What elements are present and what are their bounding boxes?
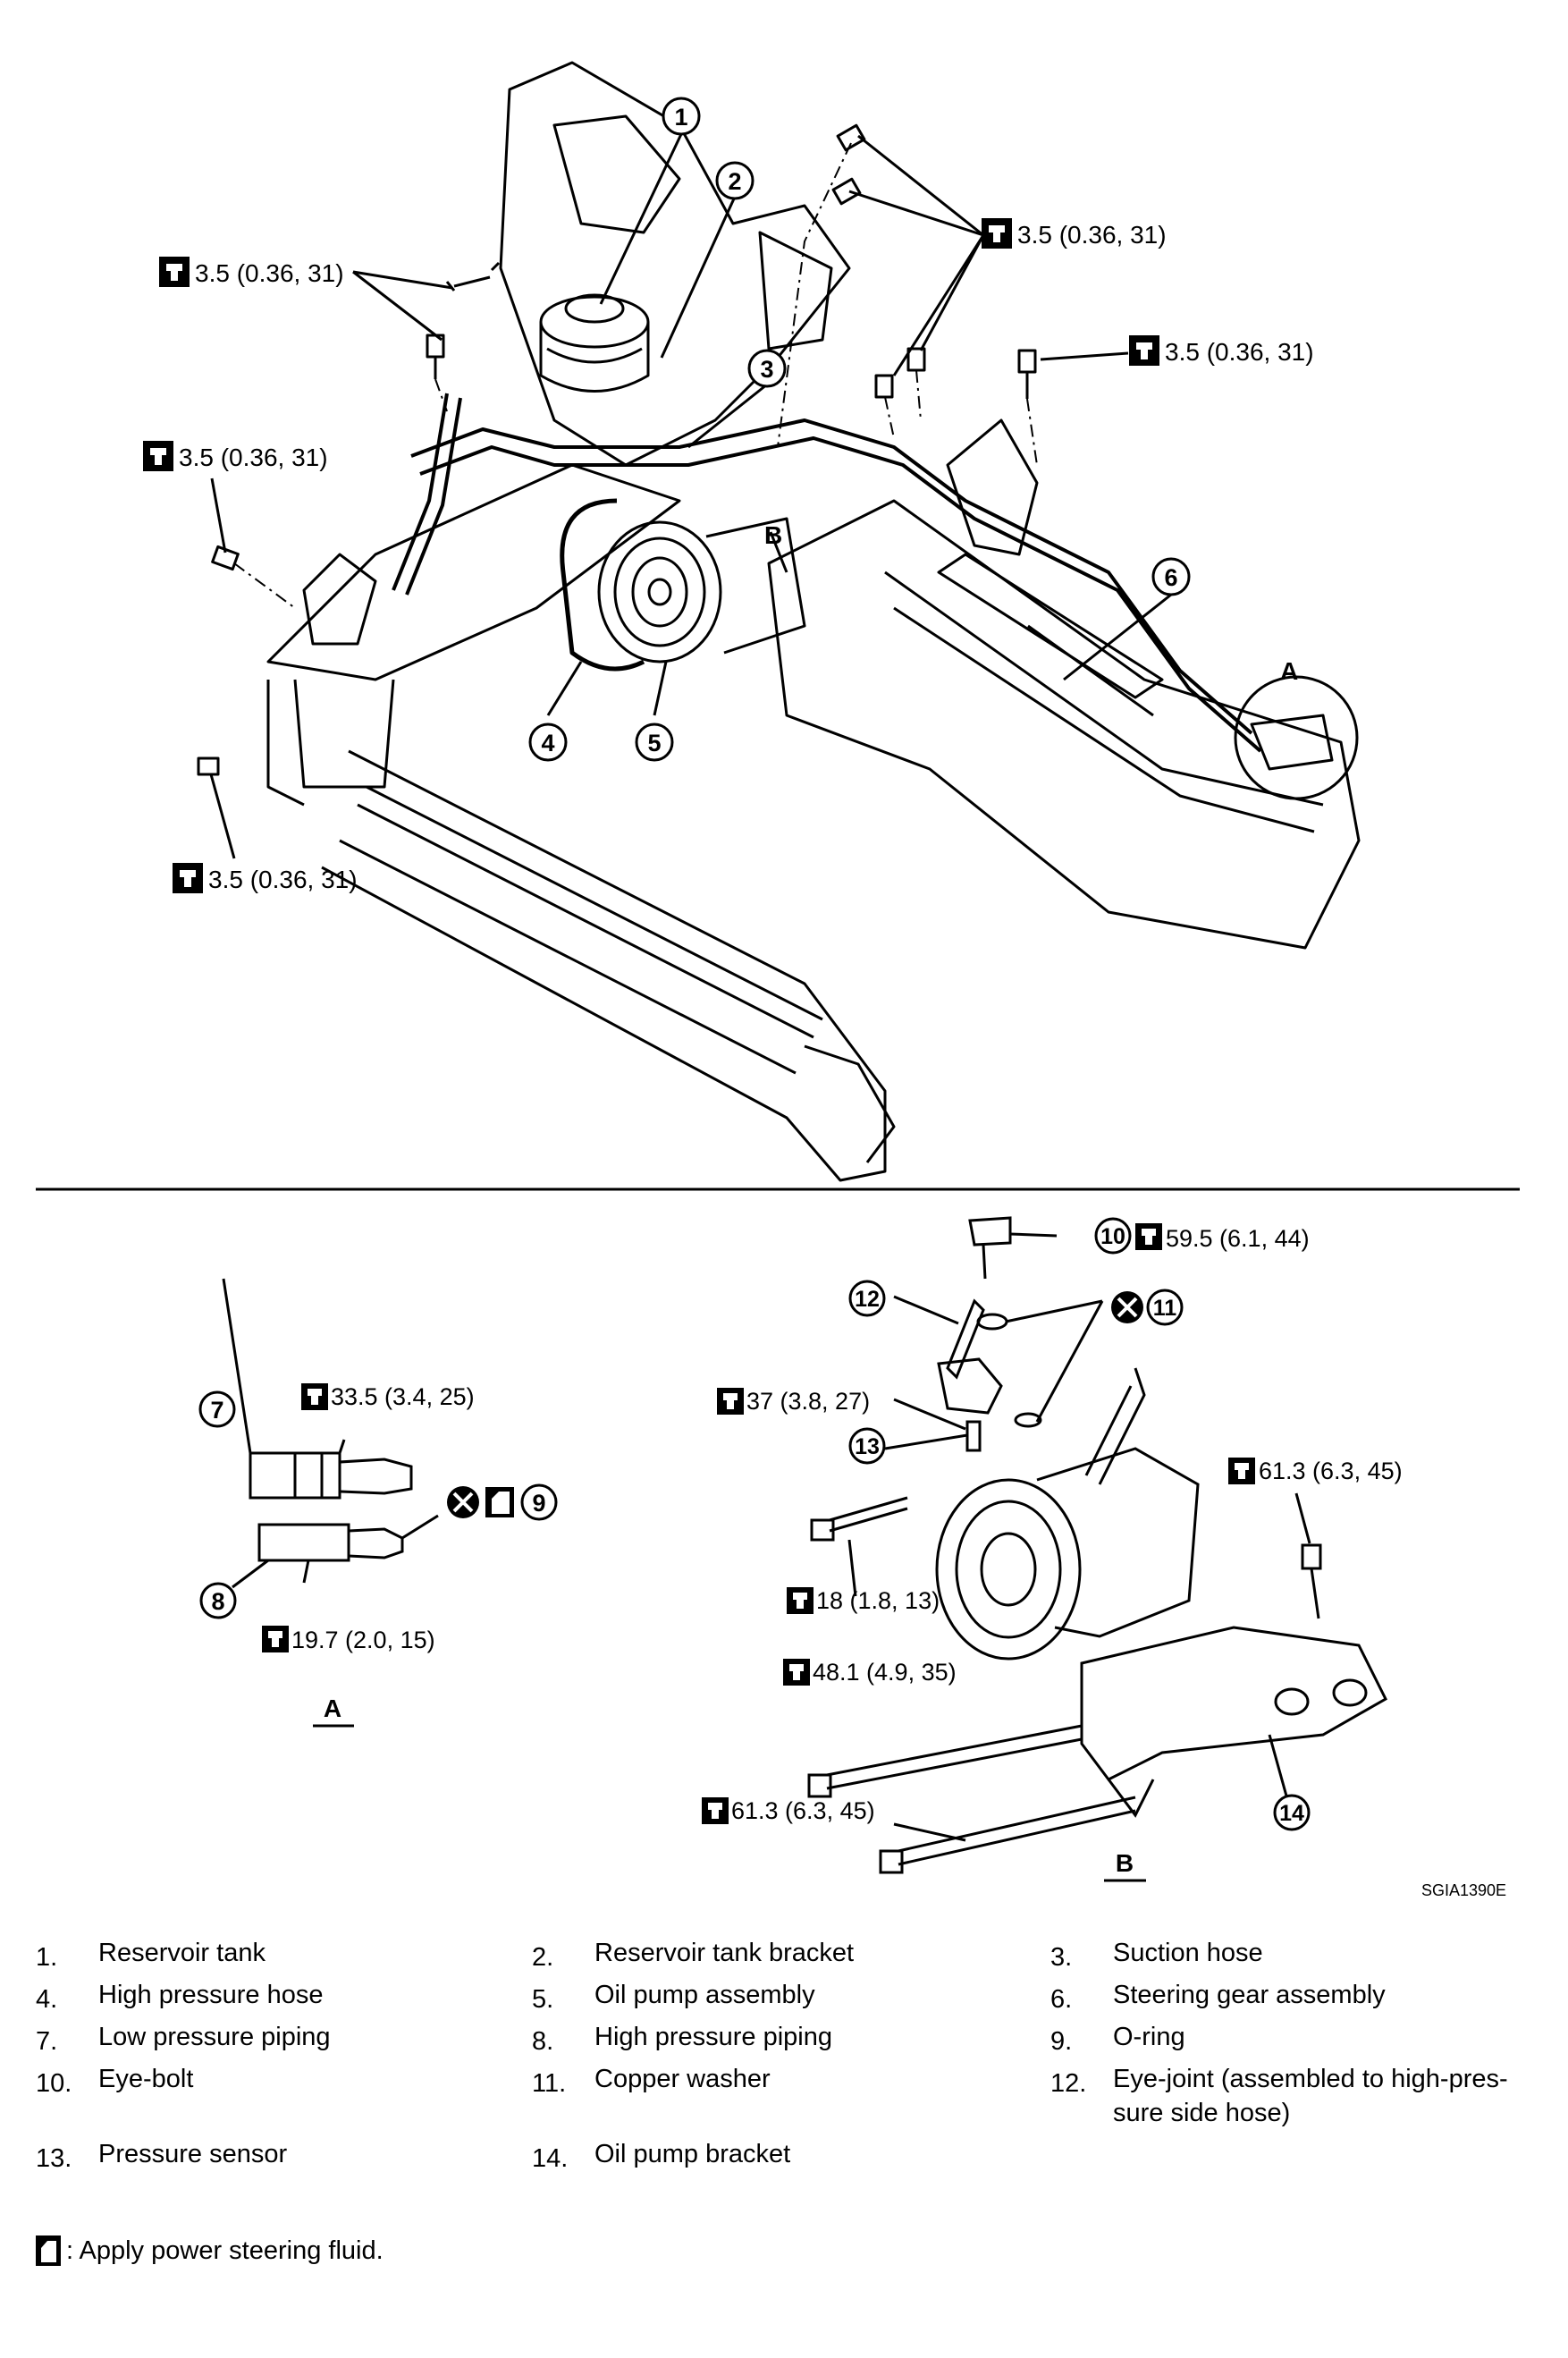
torque-label: 48.1 (4.9, 35) — [813, 1659, 957, 1686]
legend-number: 14. — [532, 2144, 569, 2173]
legend-text: High pressure piping — [594, 2023, 832, 2051]
legend-number: 13. — [36, 2144, 72, 2173]
legend-row: 4. High pressure hose 5. Oil pump assembly 6… — [36, 1978, 1538, 2020]
legend-number: 7. — [36, 2027, 58, 2056]
callout-5: 5 — [647, 730, 661, 756]
detail-a-symbols — [262, 1383, 514, 1652]
torque-label: 59.5 (6.1, 44) — [1166, 1225, 1310, 1252]
main-illustration — [197, 61, 1361, 1182]
torque-icons-main — [143, 218, 1159, 893]
legend-number: 2. — [532, 1943, 554, 1972]
legend-row: 10. Eye-bolt 11. Copper washer 12. Eye-joint … — [36, 2062, 1538, 2137]
legend-number: 4. — [36, 1985, 58, 2014]
callouts-main: 1 2 3 4 5 6 — [528, 97, 1191, 762]
detail-b-leaders — [847, 1232, 1311, 1842]
callout-10: 10 — [1100, 1224, 1125, 1249]
callout-2: 2 — [728, 168, 741, 195]
callout-12: 12 — [855, 1287, 880, 1312]
legend-text: Eye-bolt — [98, 2065, 194, 2093]
legend-text: Oil pump bracket — [594, 2140, 791, 2168]
callout-11: 11 — [1153, 1296, 1177, 1321]
callout-1: 1 — [674, 104, 687, 131]
callout-14: 14 — [1279, 1801, 1304, 1826]
fluid-note-text: : Apply power steering fluid. — [66, 2235, 384, 2265]
legend-text: Oil pump assembly — [594, 1981, 815, 2009]
legend-number: 3. — [1050, 1943, 1073, 1972]
legend-row: 1. Reservoir tank 2. Reservoir tank bracket… — [36, 1936, 1538, 1978]
detail-a-marker: A — [1280, 657, 1298, 685]
detail-a-label: A — [324, 1695, 341, 1722]
detail-a-torques: 33.5 (3.4, 25) 19.7 (2.0, 15) — [291, 1383, 475, 1653]
torque-label: 19.7 (2.0, 15) — [291, 1627, 435, 1653]
legend-number: 9. — [1050, 2027, 1073, 2056]
legend-text: Reservoir tank bracket — [594, 1939, 855, 1967]
torque-label: 37 (3.8, 27) — [746, 1388, 870, 1415]
torque-label: 3.5 (0.36, 31) — [208, 866, 358, 893]
callout-6: 6 — [1164, 564, 1177, 591]
legend-number: 1. — [36, 1943, 58, 1972]
legend-text: Eye-joint (assembled to high-pres- sure … — [1113, 2065, 1508, 2127]
legend-row: 7. Low pressure piping 8. High pressure pip… — [36, 2020, 1538, 2062]
detail-b-illustration — [807, 1216, 1387, 1874]
detail-a-illustration — [222, 1278, 439, 1589]
torque-label: 33.5 (3.4, 25) — [331, 1383, 475, 1410]
callout-4: 4 — [541, 730, 554, 756]
legend-number: 10. — [36, 2069, 72, 2098]
detail-b-torques: 59.5 (6.1, 44) 37 (3.8, 27) 61.3 (6.3, 4… — [731, 1225, 1403, 1824]
detail-b-marker: B — [764, 521, 782, 549]
detail-b-washer-icon — [1111, 1291, 1143, 1323]
legend-text: Copper washer — [594, 2065, 771, 2093]
parts-legend: 1. Reservoir tank 2. Reservoir tank bracket… — [36, 1936, 1538, 2179]
torque-label: 61.3 (6.3, 45) — [731, 1797, 875, 1824]
legend-number: 8. — [532, 2027, 554, 2056]
legend-text: High pressure hose — [98, 1981, 324, 2009]
torque-label: 3.5 (0.36, 31) — [179, 444, 328, 471]
callouts-b: 10 11 12 13 14 — [848, 1217, 1311, 1831]
legend-text: Low pressure piping — [98, 2023, 331, 2051]
legend-text: O-ring — [1113, 2023, 1185, 2051]
torque-label: 3.5 (0.36, 31) — [1017, 221, 1167, 249]
legend-number: 6. — [1050, 1985, 1073, 2014]
detail-markers-main: A B — [764, 521, 1298, 685]
legend-text: Pressure sensor — [98, 2140, 288, 2168]
callout-7: 7 — [210, 1397, 223, 1424]
callout-8: 8 — [211, 1588, 224, 1615]
torque-leaders — [209, 133, 1172, 859]
figure-code: SGIA1390E — [1421, 1881, 1506, 1899]
torque-label: 3.5 (0.36, 31) — [195, 259, 344, 287]
torque-label: 3.5 (0.36, 31) — [1165, 338, 1314, 366]
legend-text: Suction hose — [1113, 1939, 1263, 1967]
legend-number: 5. — [532, 1985, 554, 2014]
fluid-note: : Apply power steering fluid. — [36, 2235, 384, 2266]
torque-label: 61.3 (6.3, 45) — [1259, 1458, 1403, 1484]
callouts-a: 7 8 9 — [198, 1390, 558, 1619]
legend-text: Steering gear assembly — [1113, 1981, 1386, 2009]
legend-number: 11. — [532, 2069, 567, 2098]
detail-b-label: B — [1116, 1849, 1134, 1877]
legend-number: 12. — [1050, 2069, 1087, 2098]
torque-labels-main: 3.5 (0.36, 31) 3.5 (0.36, 31) 3.5 (0.36,… — [179, 221, 1314, 893]
legend-text: Reservoir tank — [98, 1939, 266, 1967]
callout-9: 9 — [532, 1490, 545, 1517]
callout-13: 13 — [855, 1434, 880, 1459]
legend-row: 13. Pressure sensor 14. Oil pump bracket — [36, 2137, 1538, 2179]
fluid-can-icon — [36, 2235, 61, 2266]
torque-label: 18 (1.8, 13) — [816, 1587, 940, 1614]
callout-3: 3 — [760, 356, 773, 383]
